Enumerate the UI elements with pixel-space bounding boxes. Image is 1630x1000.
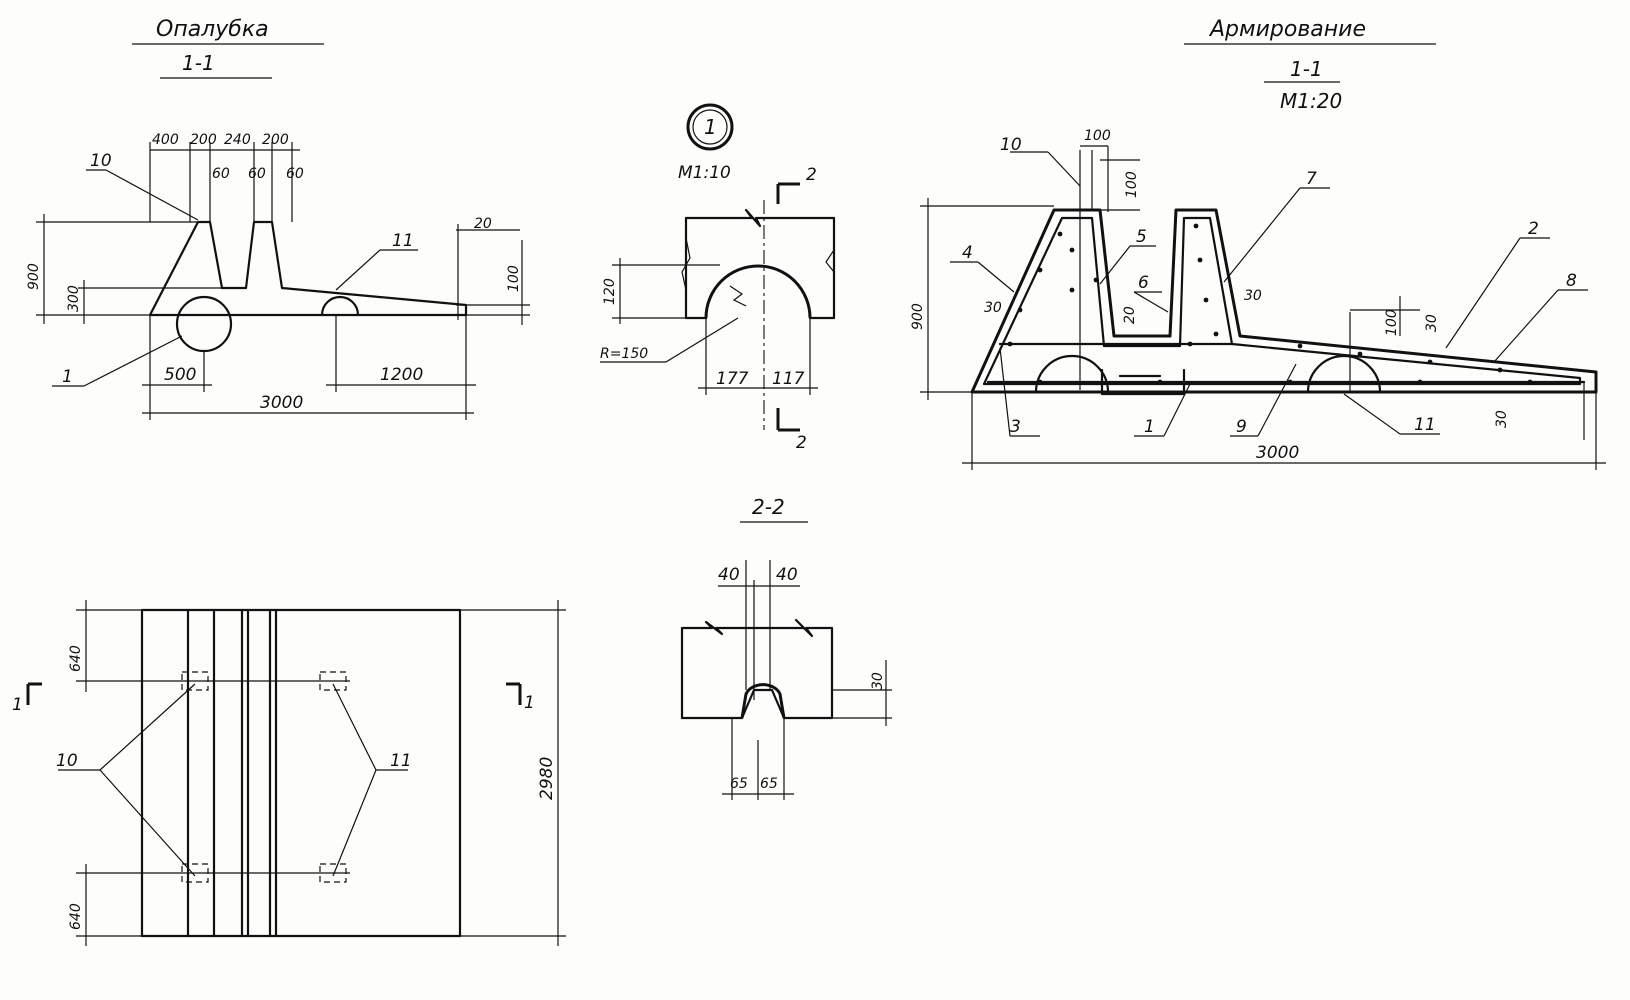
dim-height-900: 900 bbox=[26, 263, 42, 290]
reinforcement-arch-left bbox=[1034, 354, 1110, 394]
reinforcement-scale: М1:20 bbox=[1280, 89, 1342, 113]
reinforcement-mark-4: 4 bbox=[962, 243, 973, 263]
reinforcement-mark-1: 1 bbox=[1144, 417, 1155, 437]
reinforcement-dim-30-end: 30 bbox=[1424, 314, 1440, 332]
section22-groove bbox=[740, 683, 786, 719]
reinforcement-dim-20: 20 bbox=[1122, 306, 1138, 324]
formwork-title-block: Опалубка 1-1 bbox=[132, 17, 324, 79]
reinforcement-mark-6: 6 bbox=[1138, 273, 1149, 293]
reinforcement-dim-30-left: 30 bbox=[984, 300, 1002, 316]
plan-dim-640-bottom: 640 bbox=[68, 903, 84, 930]
reinforcement-dim-100-top: 100 bbox=[1084, 128, 1111, 144]
reinforcement-mark-10: 10 bbox=[1000, 135, 1022, 155]
reinforcement-mark-7: 7 bbox=[1306, 169, 1317, 189]
formwork-title: Опалубка bbox=[156, 17, 269, 42]
reinforcement-outer-outline bbox=[970, 208, 1598, 394]
section22-dim-65a: 65 bbox=[730, 776, 748, 792]
plan-cut-left bbox=[26, 682, 42, 705]
leader-10 bbox=[105, 169, 199, 221]
section22-dim-40b: 40 bbox=[776, 565, 798, 585]
node-circle bbox=[686, 103, 734, 151]
plan-dim-640-top: 640 bbox=[68, 645, 84, 672]
dim-edge-100: 100 bbox=[506, 265, 522, 292]
reinforcement-arch-right bbox=[1306, 354, 1382, 394]
dim-top-60b: 60 bbox=[248, 166, 266, 182]
section22-dim-40a: 40 bbox=[718, 565, 740, 585]
cut-top bbox=[776, 182, 800, 204]
reinforcement-dim-3000: 3000 bbox=[1256, 443, 1299, 463]
reinforcement-dim-30-right: 30 bbox=[1244, 288, 1262, 304]
cut-mark-top: 2 bbox=[806, 165, 817, 185]
section22-title: 2-2 bbox=[752, 495, 785, 519]
dim-top-400: 400 bbox=[152, 132, 179, 148]
reinforcement-section-drawing: 900 100 100 30 30 30 30 20 100 3000 10 7… bbox=[910, 128, 1606, 470]
mark-10: 10 bbox=[90, 151, 112, 171]
plan-outline bbox=[140, 608, 462, 938]
section-2-2-detail: 2-2 40 40 30 65 65 bbox=[680, 495, 892, 800]
reinforcement-mark-11: 11 bbox=[1414, 415, 1436, 435]
section22-body bbox=[680, 618, 834, 720]
reinforcement-dim-900: 900 bbox=[910, 303, 926, 330]
node-number: 1 bbox=[704, 115, 717, 139]
plan-dim-2980: 2980 bbox=[537, 757, 557, 800]
reinforcement-title: Армирование bbox=[1208, 17, 1366, 42]
plan-view-drawing: 640 640 2980 1 1 10 11 bbox=[12, 600, 566, 946]
dim-500: 500 bbox=[164, 365, 196, 385]
dim-top-200: 200 bbox=[190, 132, 217, 148]
node-dim-117: 117 bbox=[772, 369, 805, 389]
dim-top-60c: 60 bbox=[286, 166, 304, 182]
reinforcement-mark-9: 9 bbox=[1236, 417, 1247, 437]
reinforcement-dim-100-right: 100 bbox=[1384, 309, 1400, 336]
formwork-small-arch bbox=[320, 295, 360, 317]
node-scale: М1:10 bbox=[678, 163, 731, 183]
dim-top-200b: 200 bbox=[262, 132, 289, 148]
dim-1200: 1200 bbox=[380, 365, 423, 385]
plan-mark-10: 10 bbox=[56, 751, 78, 771]
mark-1: 1 bbox=[62, 367, 73, 387]
reinforcement-mark-8: 8 bbox=[1566, 271, 1577, 291]
reinforcement-inner-outline bbox=[982, 216, 1582, 386]
dim-edge-20: 20 bbox=[474, 216, 492, 232]
node-dim-177: 177 bbox=[716, 369, 749, 389]
formwork-section-title: 1-1 bbox=[182, 51, 215, 75]
formwork-outline bbox=[148, 220, 468, 317]
plan-anchor-marks bbox=[181, 671, 347, 883]
cut-bottom bbox=[776, 408, 800, 432]
dim-top-60a: 60 bbox=[212, 166, 230, 182]
pipe-circle bbox=[175, 295, 233, 353]
radius-leader bbox=[665, 317, 739, 363]
reinforcement-dim-30-bottom: 30 bbox=[1494, 410, 1510, 428]
reinforcement-mark-3: 3 bbox=[1010, 417, 1021, 437]
reinforcement-dim-100-side: 100 bbox=[1124, 171, 1140, 198]
section22-dim-65b: 65 bbox=[760, 776, 778, 792]
plan-cut-left-label: 1 bbox=[12, 695, 23, 715]
rebar-dots bbox=[1007, 223, 1533, 385]
formwork-section-drawing: 400 200 240 200 60 60 60 900 300 20 100 … bbox=[26, 132, 530, 420]
dim-3000: 3000 bbox=[260, 393, 303, 413]
plan-mark-11: 11 bbox=[390, 751, 412, 771]
node-1-detail: 1 М1:10 2 2 120 177 117 R=150 bbox=[600, 103, 836, 453]
node-dim-120: 120 bbox=[602, 278, 618, 305]
reinforcement-mark-2: 2 bbox=[1528, 219, 1539, 239]
dim-lower-300: 300 bbox=[66, 285, 82, 312]
leader-11 bbox=[335, 249, 381, 291]
rebar-9 bbox=[1100, 368, 1186, 396]
reinforcement-section-title: 1-1 bbox=[1290, 57, 1323, 81]
plan-cut-right bbox=[506, 682, 522, 705]
reinforcement-title-block: Армирование 1-1 М1:20 bbox=[1184, 17, 1436, 113]
dim-top-240: 240 bbox=[224, 132, 251, 148]
mark-11: 11 bbox=[392, 231, 414, 251]
node-radius: R=150 bbox=[600, 346, 648, 362]
reinforcement-mark-5: 5 bbox=[1136, 227, 1147, 247]
section22-dim-30: 30 bbox=[870, 672, 886, 690]
plan-cut-right-label: 1 bbox=[524, 693, 535, 713]
cut-mark-bottom: 2 bbox=[796, 433, 807, 453]
leader-1 bbox=[83, 335, 183, 387]
node-arch bbox=[704, 264, 812, 319]
